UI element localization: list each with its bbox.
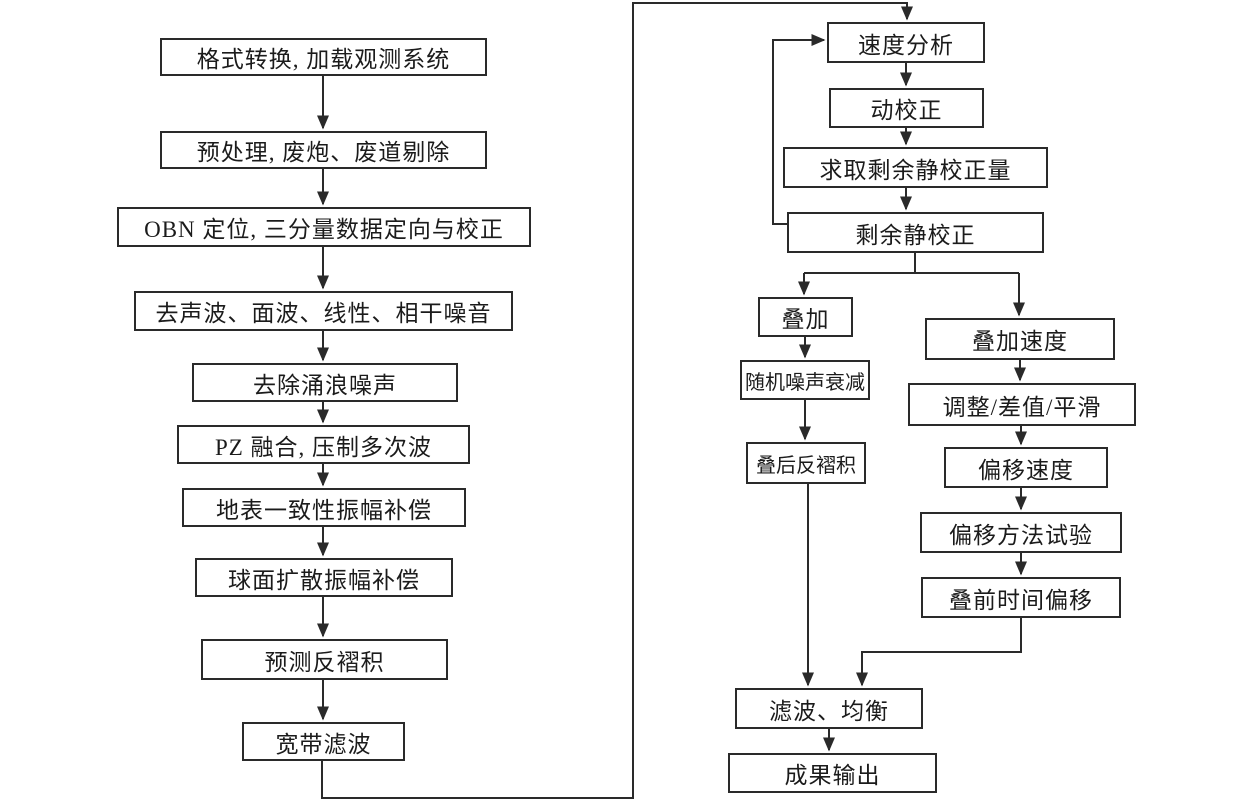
node-label: 叠加 xyxy=(781,307,830,332)
node-remove-acoustic-surface-linear-coherent-noise: 去声波、面波、线性、相干噪音 xyxy=(134,291,513,331)
node-label: 叠后反褶积 xyxy=(756,454,856,477)
node-label: 动校正 xyxy=(870,98,943,123)
node-label: 去声波、面波、线性、相干噪音 xyxy=(155,301,492,326)
node-surface-consistent-amplitude-compensation: 地表一致性振幅补偿 xyxy=(182,488,466,527)
node-label: 剩余静校正 xyxy=(855,222,976,248)
node-label: 格式转换, 加载观测系统 xyxy=(196,47,451,72)
node-adjust-interpolate-smooth: 调整/差值/平滑 xyxy=(908,383,1136,426)
node-label: 偏移速度 xyxy=(978,457,1074,483)
node-label: 叠加速度 xyxy=(972,329,1068,354)
node-label: 去除涌浪噪声 xyxy=(253,372,397,398)
node-label: PZ 融合, 压制多次波 xyxy=(214,434,433,460)
node-predictive-deconvolution: 预测反褶积 xyxy=(201,639,448,680)
node-label: 地表一致性振幅补偿 xyxy=(216,497,432,523)
edge-n21-n22 xyxy=(856,618,1022,687)
node-stack: 叠加 xyxy=(758,297,853,337)
node-label: 滤波、均衡 xyxy=(769,698,889,724)
node-migration-velocity: 偏移速度 xyxy=(944,447,1108,488)
node-random-noise-attenuation: 随机噪声衰减 xyxy=(740,360,870,400)
node-swell-noise-removal: 去除涌浪噪声 xyxy=(192,363,458,402)
edge-n9-n10-wraparound xyxy=(321,2,913,799)
node-label: 偏移方法试验 xyxy=(949,522,1093,548)
node-label: 宽带滤波 xyxy=(275,731,372,757)
node-label: 成果输出 xyxy=(784,763,881,788)
node-residual-statics-estimation: 求取剩余静校正量 xyxy=(783,147,1048,188)
node-obn-positioning-3c-orientation-correction: OBN 定位, 三分量数据定向与校正 xyxy=(117,207,531,247)
node-label: 随机噪声衰减 xyxy=(745,371,865,394)
node-broadband-filtering: 宽带滤波 xyxy=(242,722,405,761)
node-residual-statics: 剩余静校正 xyxy=(787,212,1044,253)
node-label: 调整/差值/平滑 xyxy=(942,394,1102,420)
node-label: 速度分析 xyxy=(858,32,954,58)
node-post-stack-deconvolution: 叠后反褶积 xyxy=(746,442,866,484)
node-filtering-equalization: 滤波、均衡 xyxy=(735,688,923,729)
node-prestack-time-migration: 叠前时间偏移 xyxy=(921,577,1121,618)
node-label: 球面扩散振幅补偿 xyxy=(228,567,420,593)
node-spherical-divergence-amplitude-compensation: 球面扩散振幅补偿 xyxy=(195,558,453,597)
node-pz-summation-multiple-suppression: PZ 融合, 压制多次波 xyxy=(177,425,470,464)
node-format-conversion-load-geometry: 格式转换, 加载观测系统 xyxy=(160,38,487,76)
edge-n13-n10-feedback xyxy=(772,34,826,225)
node-label: 求取剩余静校正量 xyxy=(819,157,1012,183)
node-result-output: 成果输出 xyxy=(728,753,937,793)
node-velocity-analysis: 速度分析 xyxy=(827,22,985,63)
node-label: OBN 定位, 三分量数据定向与校正 xyxy=(144,217,504,242)
node-preprocess-bad-shot-trace-removal: 预处理, 废炮、废道剔除 xyxy=(160,131,487,169)
node-migration-method-test: 偏移方法试验 xyxy=(920,512,1122,553)
node-label: 叠前时间偏移 xyxy=(949,587,1093,613)
node-label: 预测反褶积 xyxy=(264,649,385,675)
node-label: 预处理, 废炮、废道剔除 xyxy=(196,140,451,165)
node-nmo-correction: 动校正 xyxy=(829,88,984,128)
node-stacking-velocity: 叠加速度 xyxy=(925,318,1115,360)
